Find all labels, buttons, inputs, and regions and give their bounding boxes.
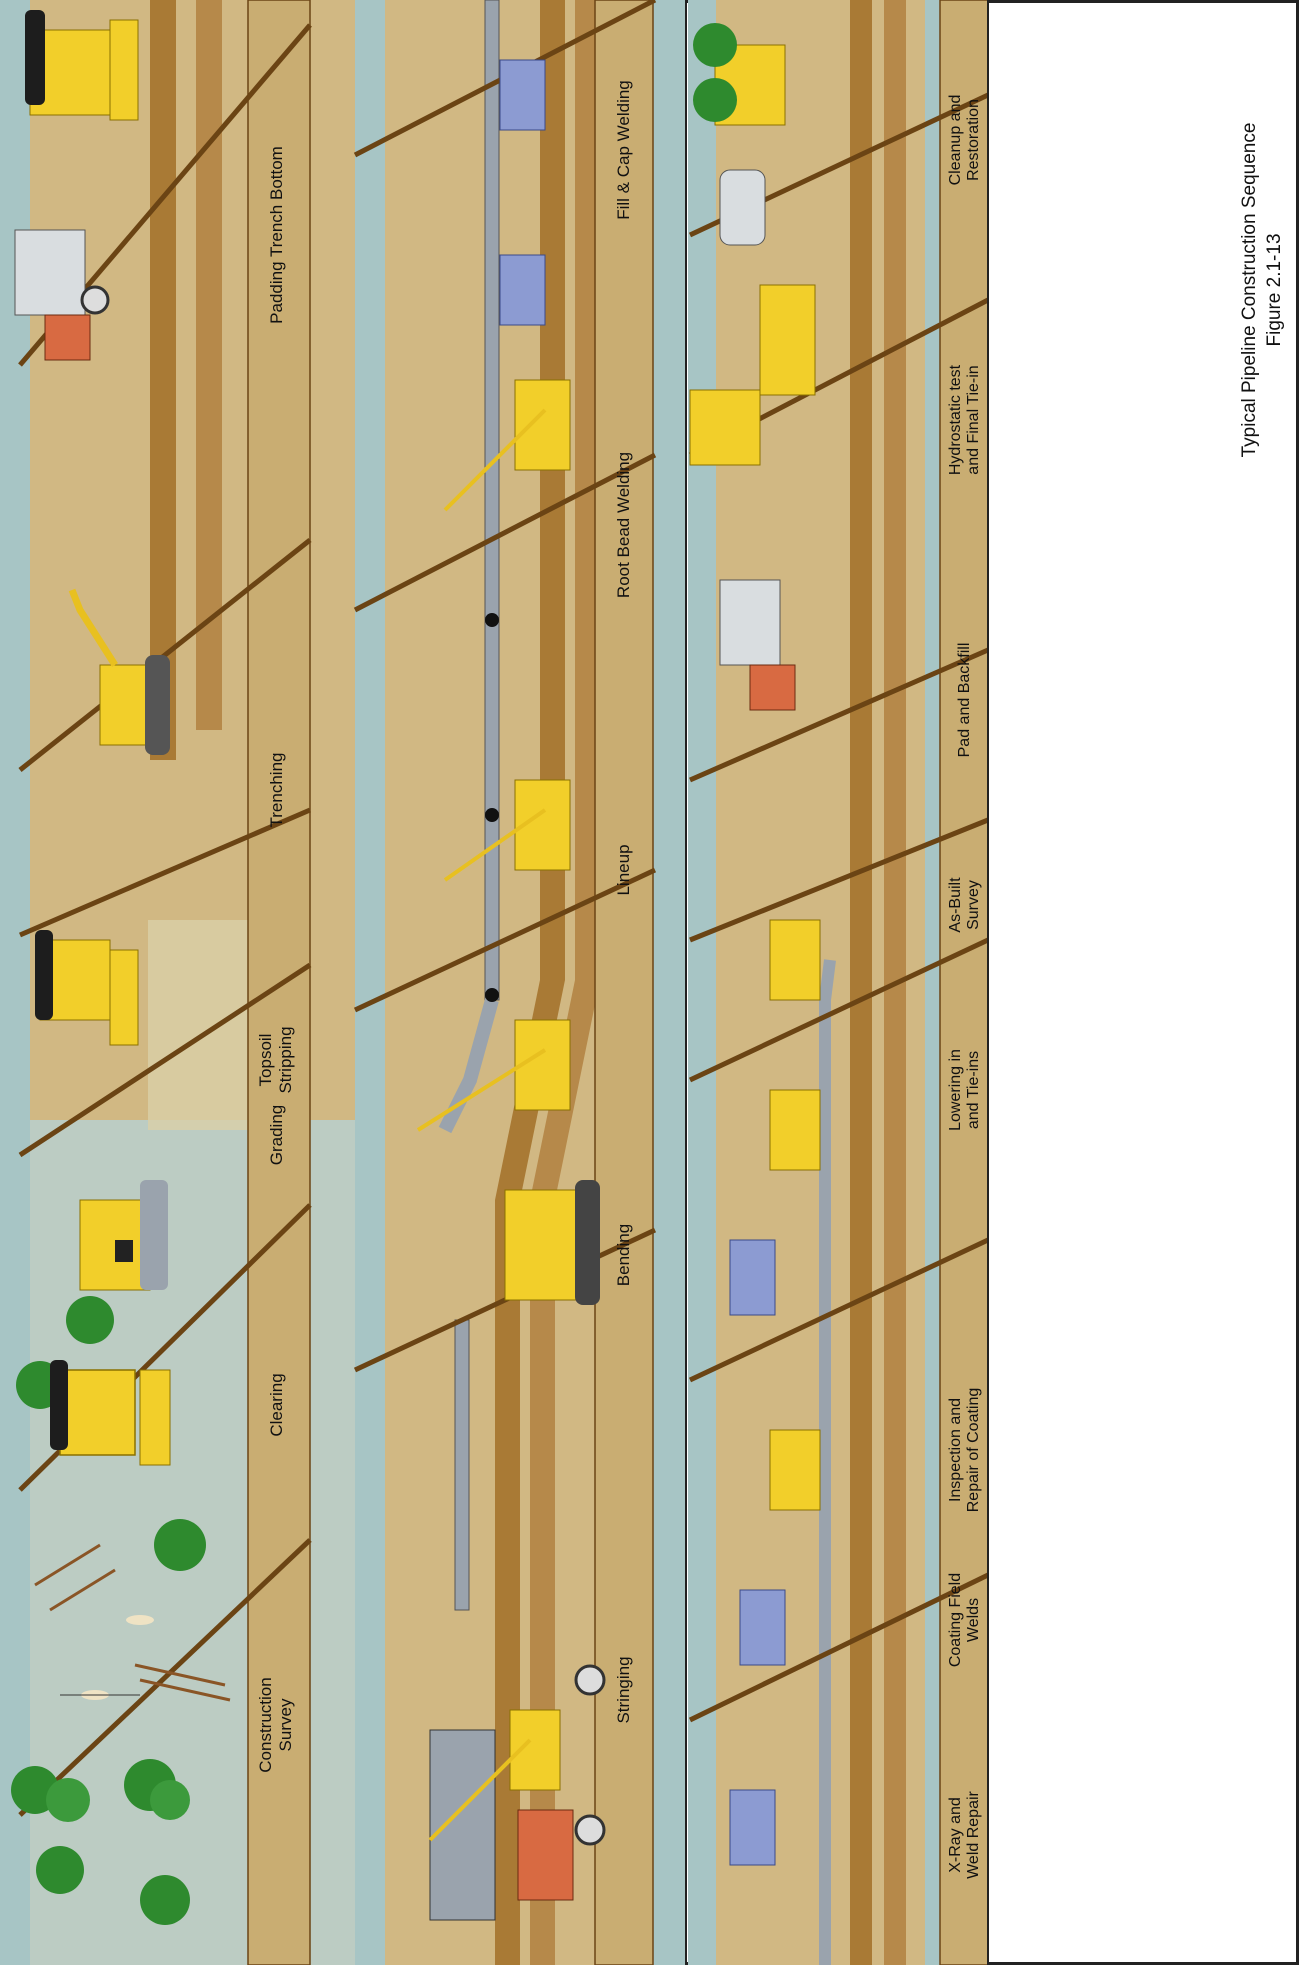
panel-1-trench (150, 0, 176, 760)
stage-label: Weld Repair (965, 1790, 982, 1878)
stage-label: Stringing (614, 1656, 633, 1723)
stage-label: Clearing (267, 1373, 286, 1436)
stage-label: Repair of Coating (965, 1388, 982, 1513)
stage-label: Pad and Backfill (956, 643, 973, 758)
stage-label: Grading (267, 1105, 286, 1165)
panel-2-right-band (650, 0, 685, 1965)
stage-label: and Tie-ins (965, 1051, 982, 1129)
panel-3-left-band (688, 0, 716, 1965)
stage-label: Survey (276, 1698, 295, 1751)
figure-title: Typical Pipeline Construction Sequence (1239, 123, 1260, 458)
stage-label: Lowering in (947, 1049, 964, 1131)
stage-label: Fill & Cap Welding (614, 80, 633, 220)
panel-2: Stringing Bending Lineup Root Bead Weldi… (355, 0, 685, 1965)
stage-label: Welds (965, 1598, 982, 1642)
stage-label: Bending (614, 1224, 633, 1286)
pipe-icon (825, 960, 830, 1965)
bending-machine-icon (505, 1180, 600, 1305)
stage-label: Cleanup and (947, 95, 964, 186)
panel-3-trench (850, 0, 872, 1965)
stage-label: Construction (256, 1677, 275, 1772)
stage-label: Survey (965, 880, 982, 930)
stage-label: Hydrostatic test (947, 364, 964, 475)
panel-1: Construction Survey Clearing Grading Top… (0, 0, 368, 1965)
stage-label: Trenching (267, 753, 286, 828)
stage-label: and Final Tie-in (965, 365, 982, 474)
panel-3: X-Ray and Weld Repair Coating Field Weld… (688, 0, 988, 1965)
stage-label: Lineup (614, 844, 633, 895)
stage-label: Root Bead Welding (614, 452, 633, 598)
stage-label: Coating Field (947, 1573, 964, 1667)
stage-label: X-Ray and (947, 1797, 964, 1873)
stage-label: Padding Trench Bottom (267, 146, 286, 324)
bulldozer-icon (50, 1360, 170, 1465)
figure-number: Figure 2.1-13 (1264, 233, 1285, 346)
panel-3-label-strip (940, 0, 988, 1965)
stage-label: Restoration (965, 99, 982, 181)
panel-2-left-band (355, 0, 385, 1965)
stage-label: As-Built (947, 877, 964, 933)
stage-label: Topsoil (256, 1034, 275, 1087)
panel-1-stripped-area (148, 920, 258, 1130)
stage-label: Stripping (276, 1026, 295, 1093)
stage-label: Inspection and (947, 1398, 964, 1502)
